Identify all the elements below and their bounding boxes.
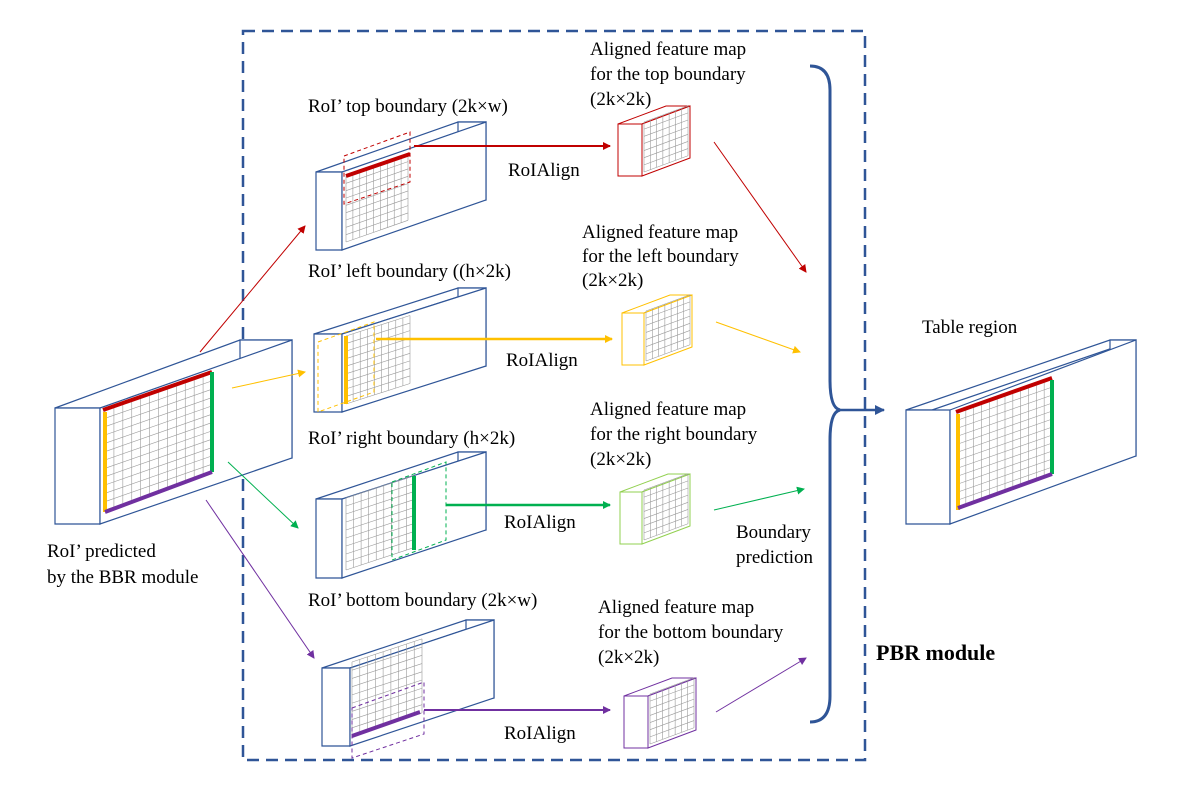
right-roi-feature-map (315, 451, 487, 579)
module-label: PBR module (876, 640, 995, 665)
top-aligned-line1: Aligned feature map (590, 39, 746, 60)
output-label: Table region (922, 317, 1018, 338)
bottom-aligned-feature-map (623, 677, 697, 749)
input-roi-feature-map (54, 339, 293, 525)
top-to-prediction-arrow (713, 141, 807, 273)
right-brace (809, 64, 841, 724)
bottom-aligned-line2: for the bottom boundary (598, 622, 784, 643)
input-bottom-boundary (104, 470, 213, 514)
top-roi-dashed-region (343, 131, 411, 205)
bottom-aligned-grid (649, 677, 695, 745)
left-roi-grid (345, 315, 411, 405)
left-roi-feature-map (313, 287, 487, 413)
right-roi-label: RoI’ right boundary (h×2k) (308, 428, 515, 449)
output-bottom-boundary (957, 472, 1053, 510)
arrow-to-right-roi (227, 461, 299, 529)
left-aligned-grid (645, 294, 691, 362)
right-aligned-line3: (2k×2k) (590, 449, 651, 470)
bottom-roi-feature-map (321, 619, 495, 759)
right-roi-dashed-region (391, 461, 447, 561)
input-label-line1: RoI’ predicted (47, 541, 156, 562)
right-to-prediction-arrow (713, 486, 805, 511)
bottom-roi-grid (351, 638, 423, 737)
top-aligned-line2: for the top boundary (590, 64, 746, 85)
bottom-aligned-line1: Aligned feature map (598, 597, 754, 618)
input-roi-grid (104, 372, 213, 511)
right-aligned-feature-map (619, 473, 691, 545)
left-aligned-line1: Aligned feature map (582, 222, 738, 243)
bottom-to-prediction-arrow (715, 657, 807, 713)
left-aligned-feature-map (621, 294, 693, 366)
left-roi-label: RoI’ left boundary ((h×2k) (308, 261, 511, 282)
right-aligned-grid (643, 473, 689, 541)
top-roi-label: RoI’ top boundary (2k×w) (308, 96, 508, 117)
bottom-aligned-line3: (2k×2k) (598, 647, 659, 668)
top-aligned-line3: (2k×2k) (590, 89, 651, 110)
bottom-roialign-label: RoIAlign (504, 723, 576, 744)
right-aligned-line2: for the right boundary (590, 424, 758, 445)
output-table-region (905, 339, 1137, 525)
arrow-to-top-roi (199, 225, 306, 353)
top-aligned-feature-map (617, 105, 691, 177)
bottom-roi-dashed-region (351, 681, 425, 759)
boundary-prediction-line1: Boundary (736, 522, 811, 543)
arrow-to-bottom-roi (205, 499, 315, 659)
top-roi-boundary (345, 152, 411, 178)
top-aligned-grid (643, 105, 689, 173)
top-roialign-label: RoIAlign (508, 160, 580, 181)
left-aligned-line2: for the left boundary (582, 246, 739, 267)
arrow-to-left-roi (231, 369, 306, 389)
bottom-roi-label: RoI’ bottom boundary (2k×w) (308, 590, 537, 611)
right-roialign-label: RoIAlign (504, 512, 576, 533)
bottom-roi-boundary (351, 710, 421, 738)
input-label-line2: by the BBR module (47, 567, 198, 588)
left-aligned-line3: (2k×2k) (582, 270, 643, 291)
output-top-boundary (955, 376, 1053, 414)
left-roialign-label: RoIAlign (506, 350, 578, 371)
left-to-prediction-arrow (715, 321, 801, 354)
right-aligned-line1: Aligned feature map (590, 399, 746, 420)
top-roi-feature-map (315, 121, 487, 251)
input-top-boundary (102, 370, 213, 412)
boundary-prediction-line2: prediction (736, 547, 814, 568)
left-roi-dashed-region (317, 321, 375, 413)
right-roi-grid (345, 475, 415, 571)
